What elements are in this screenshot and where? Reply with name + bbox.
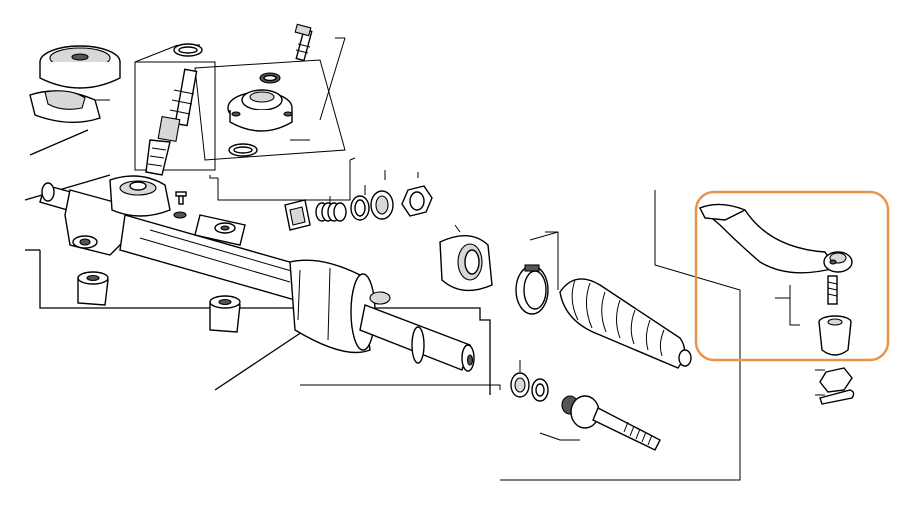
boot-clamp [515,264,549,315]
tie-rod-washer-2 [531,378,549,402]
mount-cushion-top [39,45,121,89]
boot-band-large [439,235,493,292]
pinion-oring-top [173,43,203,57]
castle-nut [819,367,853,393]
lock-nut [401,185,433,217]
valve-seal-bottom [228,143,258,157]
tie-rod-end [698,203,853,274]
dust-boot [818,315,852,356]
highlight-box [694,190,890,362]
bushing-middle [209,295,241,333]
leader-lines [24,37,825,481]
bolt-top [294,23,313,62]
mount-cushion-lower [29,90,110,124]
ball-stud [827,275,838,305]
cotter-pin [819,389,855,405]
valve-housing [227,72,293,132]
tie-rod-washer-1 [510,372,530,398]
guide-spring [315,202,347,222]
rack-guide [284,199,311,231]
guide-oring [350,195,370,221]
inner-tie-rod [561,395,661,451]
guide-screw [370,190,394,220]
pinion-shaft [145,68,198,176]
rack-housing [39,175,475,372]
small-screw [173,191,187,219]
bushing-left [77,271,109,306]
steering-boot [559,278,692,369]
